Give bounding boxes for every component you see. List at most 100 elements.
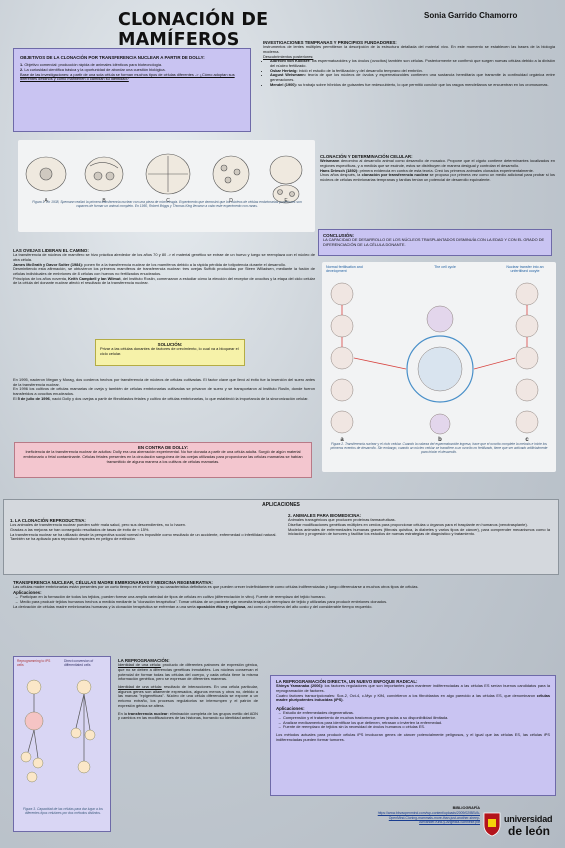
application-item: La transferencia nuclear se ha utilizado… xyxy=(10,531,277,537)
bibliography: BIBLIOGRAFÍA https://www.bbvaopenmind.co… xyxy=(300,806,480,824)
objectives-box: OBJETIVOS DE LA CLONACIÓN POR TRANSFEREN… xyxy=(13,48,251,132)
figure-1-caption: Figura 1. En 1938, Spemann realizó la pr… xyxy=(32,200,302,208)
biomedicine: 2. ANIMALES PARA BIOMEDICINA: Animales t… xyxy=(288,513,550,537)
discovery-item: August Weismann: teoría de que los núcle… xyxy=(270,73,555,82)
discovery-item: Oskar Hertwig: inició el estudio de la f… xyxy=(270,68,555,74)
discovery-item: Albrecht von Kölliker: los espermatozoid… xyxy=(270,58,555,68)
reprogramming-p1: Identidad de una célula: producto de dif… xyxy=(118,662,258,682)
therapeutic-apps-heading: Aplicaciones: xyxy=(13,589,42,595)
conclusion-box: CONCLUSIÓN: LA CAPACIDAD DE DESARROLLO D… xyxy=(318,229,552,256)
solution-heading: SOLUCIÓN: xyxy=(157,342,183,347)
bibliography-heading: BIBLIOGRAFÍA xyxy=(452,806,480,810)
fig2-col3-label: Nuclear transfer into an unfertilised oo… xyxy=(506,265,544,274)
cloning-p3: Unos años después, la clonación por tran… xyxy=(320,172,555,183)
sheep-p2: James McGrath y Davor Solter (1984): pon… xyxy=(13,261,286,267)
figure-3-panel: Reprogramming to iPS cells Direct conver… xyxy=(13,656,111,832)
early-research-intro: Instrumentos de lentes múltiples permiti… xyxy=(263,44,555,54)
author-name: Sonia Garrido Chamorro xyxy=(424,11,518,20)
therapeutic-heading: TRANSFERENCIA NUCLEAR, CÉLULAS MADRE EMB… xyxy=(13,580,213,585)
ips-application-item: Estudio de enfermedades degenerativas. xyxy=(283,711,550,716)
applications-heading: APLICACIONES xyxy=(262,502,300,508)
objective-1: 1. Objetivo comercial: producción rápida… xyxy=(20,62,163,68)
fig1-label: C xyxy=(166,198,170,204)
reproductive-list: Los animales de transferencia nuclear pu… xyxy=(10,522,278,542)
cloning-p2: Hans Driesch (1892): primera evidencia e… xyxy=(320,167,534,173)
application-item: Diseñar modificaciones genéticas múltipl… xyxy=(288,521,528,527)
reproductive-cloning: 1. LA CLONACIÓN REPRODUCTIVA: Los animal… xyxy=(10,518,278,542)
ips-application-item: Comprensión y el tratamiento de muchos t… xyxy=(283,715,550,721)
fig3-right-label: Direct conversion of differentiated cell… xyxy=(64,659,94,667)
discovery-item: Mendel (1900): su trabajo sobre híbridos… xyxy=(270,82,555,88)
ips-p2: Cuatro factores transcripcionales: Sox-2… xyxy=(276,692,550,703)
objectives-heading: OBJETIVOS DE LA CLONACIÓN POR TRANSFEREN… xyxy=(20,55,205,60)
fig1-label: A xyxy=(44,198,48,204)
figure-2-caption: Figura 2. Transferencia nuclear y el cic… xyxy=(330,442,548,454)
cloning-p1: Weismann denomino al desarrollo animal c… xyxy=(320,158,555,168)
against-dolly-heading: EN CONTRA DE DOLLY: xyxy=(137,445,189,450)
cloning-determination-section: CLONACIÓN Y DETERMINACIÓN CELULAR: Weism… xyxy=(320,154,555,200)
therapeutic-outro: La derivación de células madre embrionar… xyxy=(13,603,373,609)
ips-outro: Los métodos actuales para producir célul… xyxy=(276,732,550,742)
logo-line-1: universidad xyxy=(504,814,553,824)
solution-box: SOLUCIÓN: Privar a las células donantes … xyxy=(95,339,245,366)
sheep-heading: LAS OVEJAS LIDERAN EL CAMINO: xyxy=(13,248,89,253)
discoveries-list: Albrecht von Kölliker: los espermatozoid… xyxy=(263,58,555,88)
fig1-label: D xyxy=(229,198,233,204)
early-research-heading: INVESTIGACIONES TEMPRANAS Y PRINCIPIOS F… xyxy=(263,40,397,45)
reprogramming-p2: Identidad de una célula: resultado de in… xyxy=(118,684,258,708)
reprogramming-illustration xyxy=(20,679,96,783)
conclusion-heading: CONCLUSIÓN: xyxy=(323,233,354,238)
sheep-p4: Principios de los años noventa, Keith Ca… xyxy=(13,275,315,286)
application-item: Modelos animales de enfermedades humanas… xyxy=(288,526,550,537)
bibliography-link[interactable]: https://www.bbvaopenmind.com/wp-content/… xyxy=(377,811,480,824)
dolly-section: En 1995, nacieron Megan y Morag, dos cor… xyxy=(13,377,315,428)
therapeutic-item: Participan en la formación de todos los … xyxy=(20,594,555,600)
solution-text: Privar a las células donantes de factore… xyxy=(100,346,239,356)
figure-1-panel: A B C D E Figura 1. En 1938, Spemann realizó… xyxy=(18,140,315,232)
cell-cycle-illustration: a b c xyxy=(330,282,539,443)
reproductive-heading: 1. LA CLONACIÓN REPRODUCTIVA: xyxy=(10,518,86,523)
sheep-p3: Desmintiendo esta afirmación, se obtuvie… xyxy=(13,266,315,277)
biomedicine-heading: 2. ANIMALES PARA BIOMEDICINA: xyxy=(288,513,362,518)
fig2-label: a xyxy=(340,437,344,443)
application-item: Los animales de transferencia nuclear pu… xyxy=(10,522,187,528)
figure-2-panel: Normal fertilisation and development The… xyxy=(322,262,556,472)
shield-crest-icon xyxy=(483,812,501,837)
biomedicine-list: Animales transgénicos que producen prote… xyxy=(288,517,550,537)
fig2-labels: a b c xyxy=(340,437,529,443)
application-item: También se ha aplicado para reproducir e… xyxy=(10,536,135,542)
applications-box: APLICACIONES 1. LA CLONACIÓN REPRODUCTIV… xyxy=(3,499,559,575)
reprogramming-heading: LA REPROGRAMACIÓN: xyxy=(118,658,170,663)
application-item: Animales transgénicos que producen prote… xyxy=(288,517,396,523)
cloning-heading: CLONACIÓN Y DETERMINACIÓN CELULAR: xyxy=(320,154,413,159)
therapeutic-list: Participan en la formación de todos los … xyxy=(13,594,555,605)
dolly-p3: El 5 de julio de 1996, nació Dolly y dos… xyxy=(13,395,309,401)
against-dolly-text: Ineficiencia de la transferencia nuclear… xyxy=(23,449,303,464)
against-dolly-box: EN CONTRA DE DOLLY: Ineficiencia de la t… xyxy=(14,442,312,478)
fig2-col1-label: Normal fertilisation and development xyxy=(326,265,363,274)
fig2-label: c xyxy=(525,437,529,443)
therapeutic-intro: Las células madre embrionarias están pre… xyxy=(13,584,419,590)
objective-3: Base de las investigaciones: a partir de… xyxy=(20,71,235,82)
sheep-section: LAS OVEJAS LIDERAN EL CAMINO: La transfe… xyxy=(13,248,315,328)
fig2-label: b xyxy=(438,437,442,443)
fig3-left-label: Reprogramming to iPS cells xyxy=(17,659,51,667)
sheep-p1: La transferencia de núcleos de mamífero … xyxy=(13,252,315,262)
fig1-label: E xyxy=(284,198,288,204)
ips-application-item: Analizar medicamentos para identificar l… xyxy=(283,720,550,726)
ips-apps-heading: Aplicaciones: xyxy=(276,706,305,712)
page-title: CLONACIÓN DE MAMÍFEROS xyxy=(118,10,269,50)
application-item: Gracias a las mejoras se han conseguido … xyxy=(10,526,150,532)
direct-reprogramming-box: LA REPROGRAMACIÓN DIRECTA, UN NUEVO ENFO… xyxy=(270,675,556,796)
frog-nuclear-transfer-illustration: A B C D E xyxy=(25,153,303,204)
early-research-section: INVESTIGACIONES TEMPRANAS Y PRINCIPIOS F… xyxy=(263,40,555,136)
ips-apps-list: Estudio de enfermedades degenerativas.Co… xyxy=(276,711,550,730)
fig1-labels: A B C D E xyxy=(44,198,288,204)
logo-line-2: de león xyxy=(508,824,551,838)
fig1-label: B xyxy=(102,198,106,204)
therapeutic-item: Medio para producir tejidos humanos hech… xyxy=(20,599,555,605)
ips-application-item: Fuente de reemplazo de tejidos sin la ne… xyxy=(283,725,550,730)
direct-reprogramming-heading: LA REPROGRAMACIÓN DIRECTA, UN NUEVO ENFO… xyxy=(276,679,418,684)
fig2-col2-label: The cell cycle xyxy=(434,265,456,269)
reprogramming-p3: En la transferencia nuclear: eliminación… xyxy=(118,710,258,721)
